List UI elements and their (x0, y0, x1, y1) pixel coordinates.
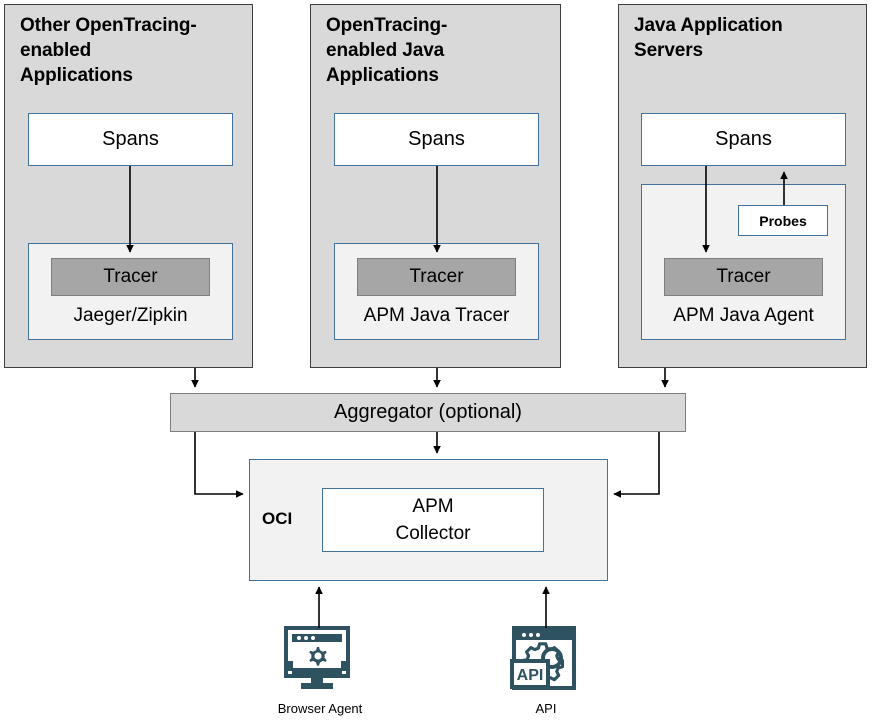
oci-label: OCI (262, 509, 293, 528)
spans-label: Spans (102, 128, 159, 150)
aggregator-label: Aggregator (optional) (334, 401, 522, 423)
apm-collector-line-1: APM (412, 496, 454, 517)
arrow-left-bypass-to-oci (194, 432, 244, 498)
api-gear-window-icon: API (510, 626, 576, 690)
sub-panel-label-jaeger-zipkin: Jaeger/Zipkin (73, 305, 188, 326)
spans-label: Spans (715, 128, 772, 150)
tracer-label: Tracer (103, 266, 158, 287)
arrow-right-bypass-to-oci (613, 432, 660, 498)
monitor-gear-icon (284, 626, 350, 689)
apm-collector-line-2: Collector (395, 523, 471, 544)
probes-label: Probes (759, 212, 807, 229)
tracer-label: Tracer (716, 266, 771, 287)
group-title-opentracing-java: OpenTracing- enabled Java Applications (326, 15, 448, 86)
tracer-box-other-opentracing: Tracer (51, 258, 210, 296)
spans-box-opentracing-java: Spans (334, 113, 539, 166)
probes-box: Probes (738, 205, 828, 236)
aggregator-bar: Aggregator (optional) (170, 393, 686, 432)
sub-panel-label-apm-java-tracer: APM Java Tracer (363, 305, 510, 326)
api-badge-text: API (517, 667, 544, 684)
group-title-other-opentracing: Other OpenTracing- enabled Applications (20, 15, 197, 86)
tracer-box-java-app-servers: Tracer (664, 258, 823, 296)
tracer-box-opentracing-java: Tracer (357, 258, 516, 296)
spans-label: Spans (408, 128, 465, 150)
sub-panel-label-apm-java-agent: APM Java Agent (673, 305, 814, 326)
icon-caption-api: API (535, 701, 557, 716)
group-title-java-app-servers: Java Application Servers (634, 15, 783, 61)
apm-collector-box: APM Collector (322, 488, 544, 552)
tracer-label: Tracer (409, 266, 464, 287)
icon-caption-browser-agent: Browser Agent (277, 701, 363, 716)
spans-box-other-opentracing: Spans (28, 113, 233, 166)
spans-box-java-app-servers: Spans (641, 113, 846, 166)
